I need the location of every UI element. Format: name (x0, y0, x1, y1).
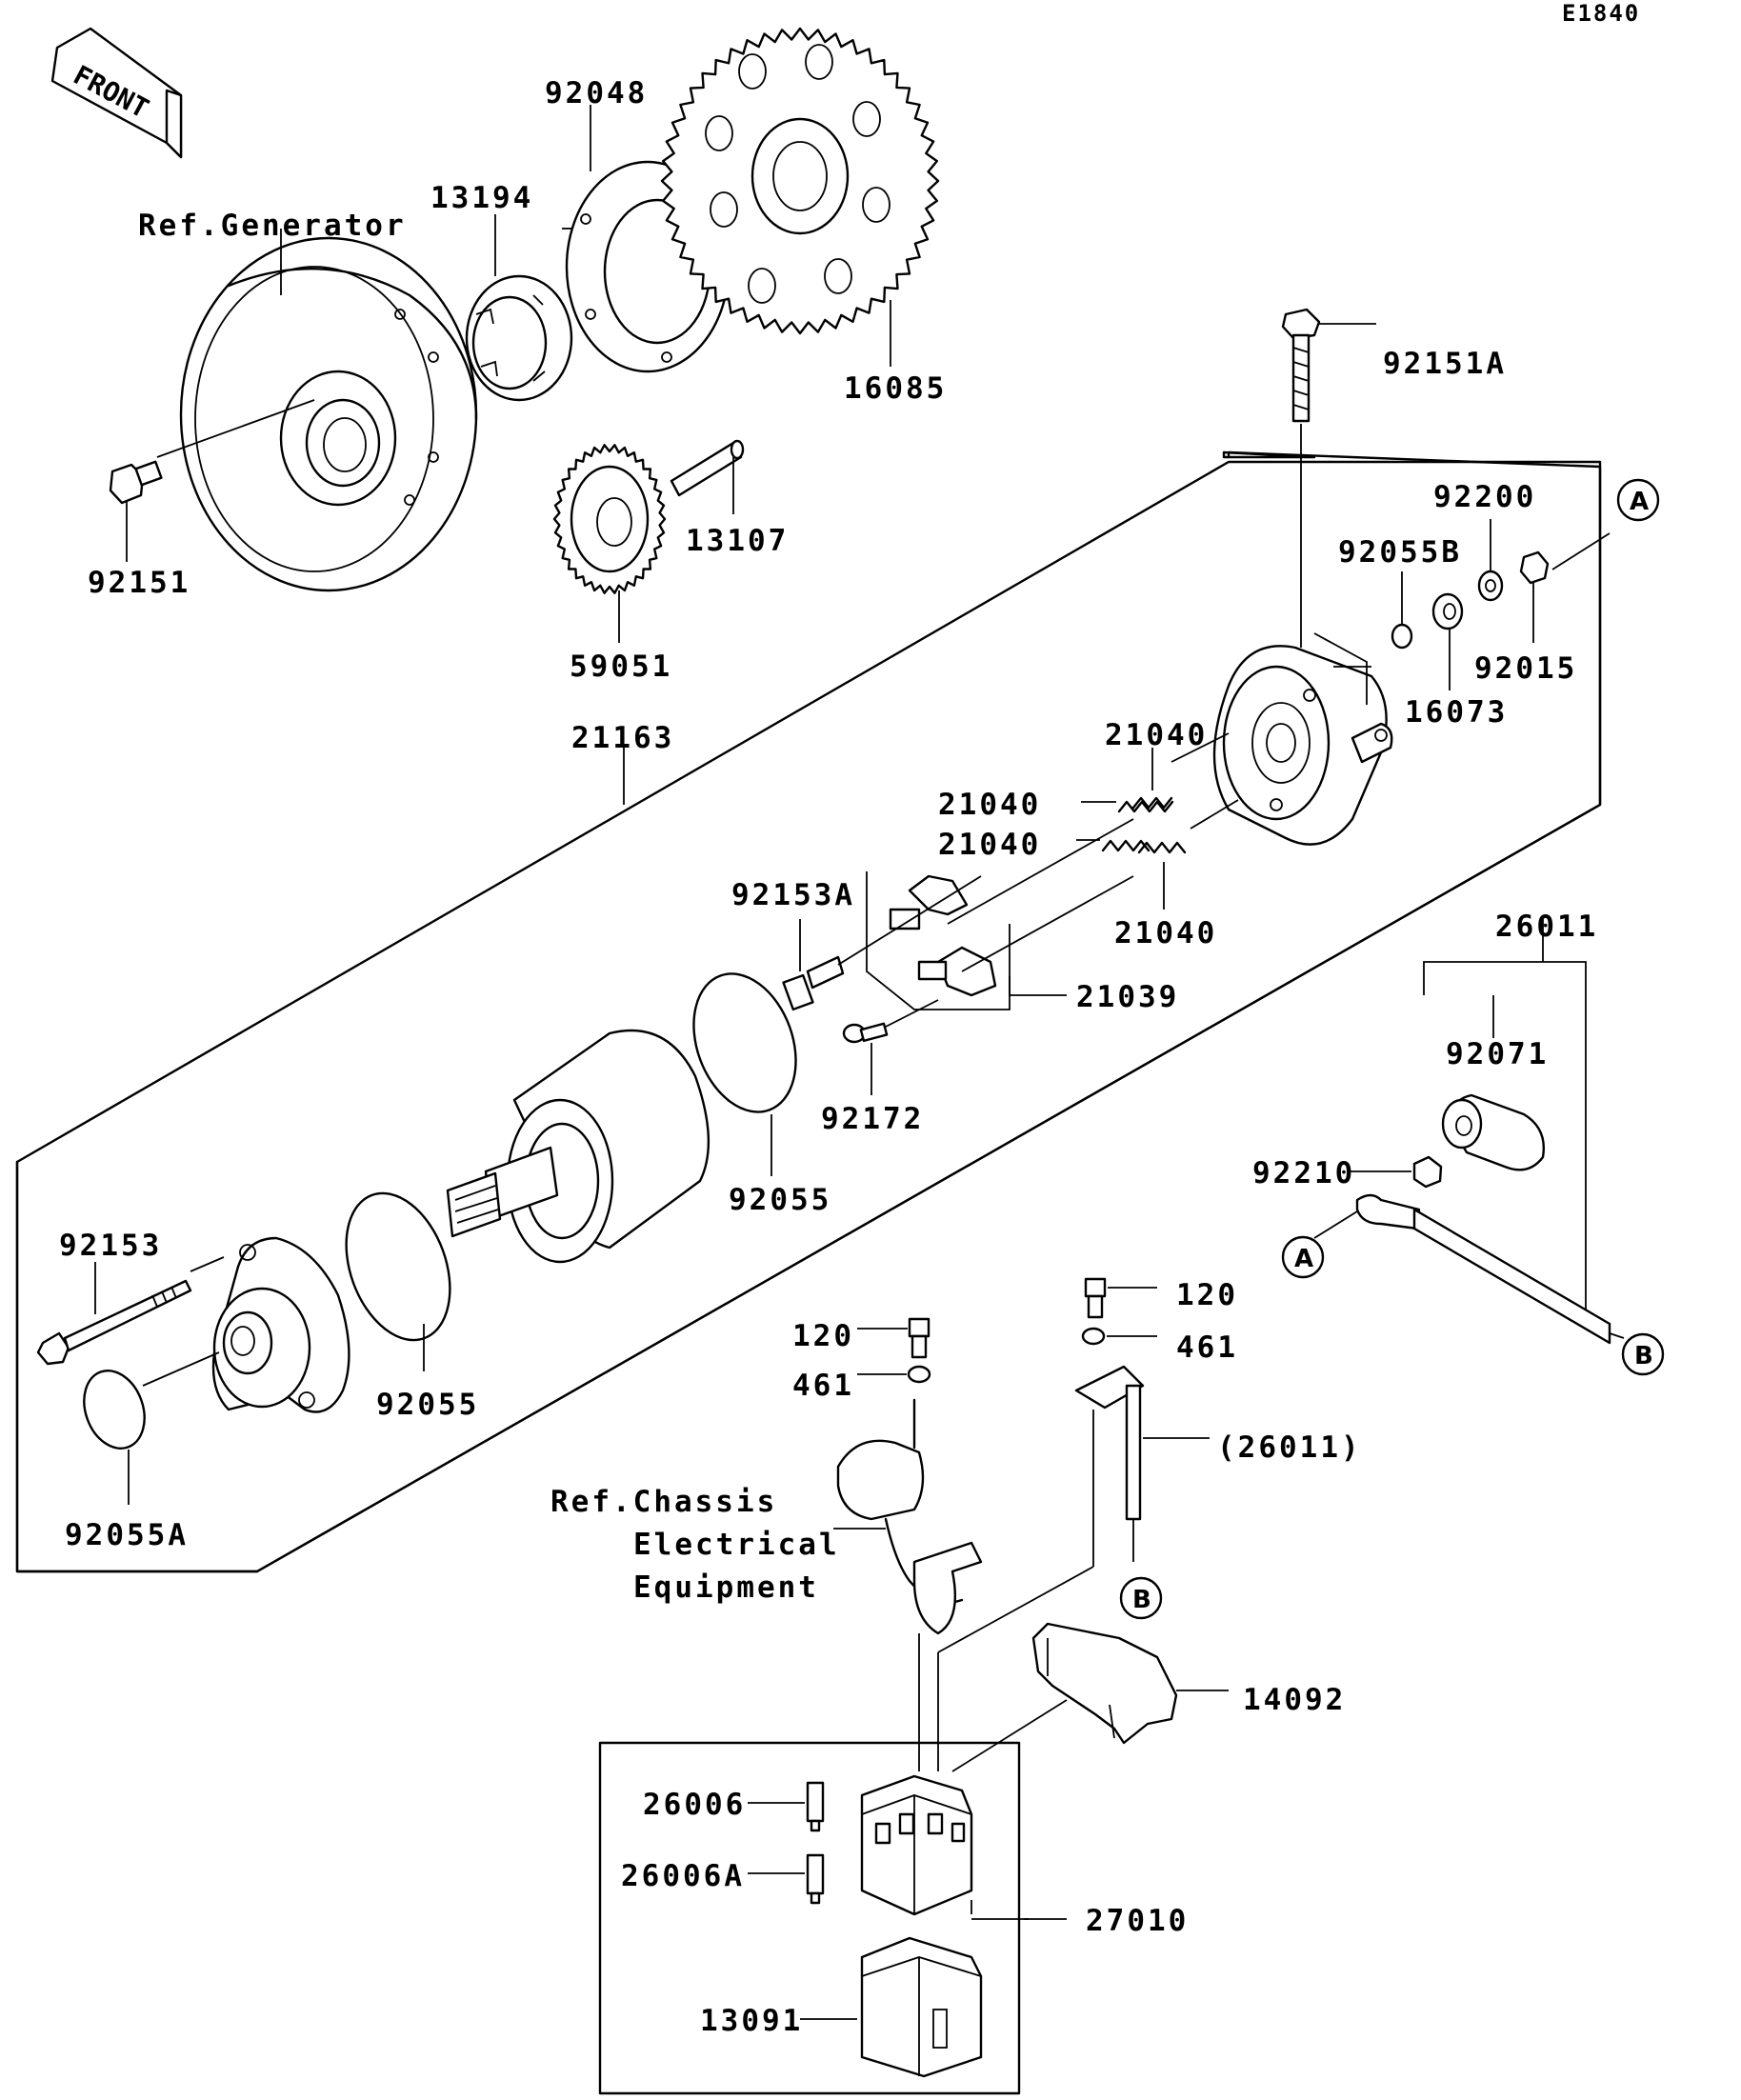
label-26006A: 26006A (621, 1859, 745, 1893)
label-16085: 16085 (844, 371, 947, 406)
starter-end-cover (1212, 645, 1393, 846)
fuse-26006A (806, 1853, 825, 1905)
label-21040-b: 21040 (938, 788, 1041, 822)
label-21040-d: 21040 (1114, 916, 1217, 950)
label-21039: 21039 (1076, 980, 1179, 1014)
lead-cap (836, 1398, 983, 1635)
cable-26011 (1355, 1193, 1611, 1345)
label-92200: 92200 (1433, 480, 1536, 514)
label-461-left: 461 (792, 1369, 854, 1403)
clutch-13194 (465, 274, 573, 402)
starter-relay-box-outline (598, 1741, 1021, 2095)
spring-21040-b (1101, 839, 1151, 852)
screw-92172 (842, 1022, 889, 1044)
o-ring-92055A (83, 1370, 146, 1450)
bolt-92153 (36, 1279, 192, 1366)
generator-rotor (179, 236, 478, 592)
starter-yoke-armature (446, 1029, 710, 1264)
label-92151A: 92151A (1383, 347, 1507, 381)
label-92055-left: 92055 (376, 1388, 479, 1422)
starter-clutch-gear-16085 (660, 27, 940, 335)
label-27010: 27010 (1086, 1904, 1189, 1938)
bolt-120-left (908, 1317, 931, 1359)
svg-text:B: B (1132, 1586, 1151, 1614)
label-21040-a: 21040 (1105, 718, 1208, 752)
o-ring-92055-left (345, 1191, 451, 1342)
shaft-13107 (670, 439, 745, 497)
washer-461-left (907, 1365, 931, 1384)
bolt-92151A (1281, 308, 1321, 423)
label-92048: 92048 (545, 76, 648, 110)
label-26006: 26006 (643, 1788, 746, 1822)
nut-92015 (1519, 550, 1550, 585)
label-92153: 92153 (59, 1229, 162, 1263)
label-ref-chassis-2: Electrical (633, 1528, 840, 1562)
relay-case-13091 (860, 1936, 983, 2078)
label-92210: 92210 (1252, 1156, 1355, 1190)
diagram-code: E1840 (1562, 0, 1640, 27)
marker-b-right: B (1621, 1332, 1665, 1376)
bolt-120-right (1084, 1277, 1107, 1319)
label-26011: 26011 (1495, 910, 1598, 944)
starter-front-cover (211, 1236, 350, 1413)
label-13107: 13107 (686, 524, 789, 558)
svg-text:B: B (1634, 1342, 1653, 1370)
spring-21040-d (1137, 841, 1187, 854)
o-ring-92055B (1391, 623, 1413, 650)
label-ref-chassis-1: Ref.Chassis (550, 1485, 777, 1519)
bolt-92153A (782, 955, 845, 1011)
label-26011-paren: (26011) (1217, 1430, 1362, 1465)
idle-gear-59051 (552, 444, 667, 594)
label-92151: 92151 (88, 566, 190, 600)
label-59051: 59051 (570, 650, 672, 684)
front-arrow-icon: FRONT (50, 27, 183, 159)
label-461-right: 461 (1176, 1330, 1238, 1365)
label-120-right: 120 (1176, 1278, 1238, 1312)
cover-14092 (1031, 1622, 1178, 1745)
label-92055A: 92055A (65, 1518, 189, 1552)
label-ref-chassis-3: Equipment (633, 1570, 819, 1605)
spring-21040-c (1131, 796, 1173, 810)
starter-relay-27010 (860, 1774, 973, 1916)
label-13091: 13091 (700, 2004, 803, 2038)
svg-text:A: A (1294, 1245, 1313, 1273)
label-120-left: 120 (792, 1319, 854, 1353)
label-92055B: 92055B (1338, 535, 1462, 570)
label-92015: 92015 (1474, 651, 1577, 686)
marker-b-bottom: B (1119, 1576, 1163, 1620)
label-21040-c: 21040 (938, 828, 1041, 862)
label-92071: 92071 (1446, 1037, 1549, 1071)
boot-92071 (1441, 1093, 1545, 1171)
label-92055-right: 92055 (729, 1183, 831, 1217)
label-16073: 16073 (1405, 695, 1508, 730)
svg-text:A: A (1630, 488, 1649, 516)
label-ref-generator: Ref.Generator (138, 209, 407, 243)
o-ring-92055-right (692, 972, 797, 1113)
spring-21040-a (1117, 800, 1174, 813)
brush-holder-21039 (866, 871, 1011, 1010)
label-21163: 21163 (571, 721, 674, 755)
marker-a-top: A (1616, 478, 1660, 522)
washer-461-right (1081, 1327, 1106, 1346)
label-92172: 92172 (821, 1102, 924, 1136)
marker-a-bottom: A (1281, 1235, 1325, 1279)
lead-wire-26011 (1074, 1365, 1145, 1562)
nut-92210 (1412, 1155, 1443, 1189)
label-13194: 13194 (430, 181, 533, 215)
label-14092: 14092 (1243, 1683, 1346, 1717)
fuse-26006 (806, 1781, 825, 1832)
collar-16073 (1431, 592, 1464, 630)
washer-92200 (1477, 570, 1504, 602)
bolt-92151 (109, 460, 163, 505)
label-92153A: 92153A (731, 878, 855, 912)
